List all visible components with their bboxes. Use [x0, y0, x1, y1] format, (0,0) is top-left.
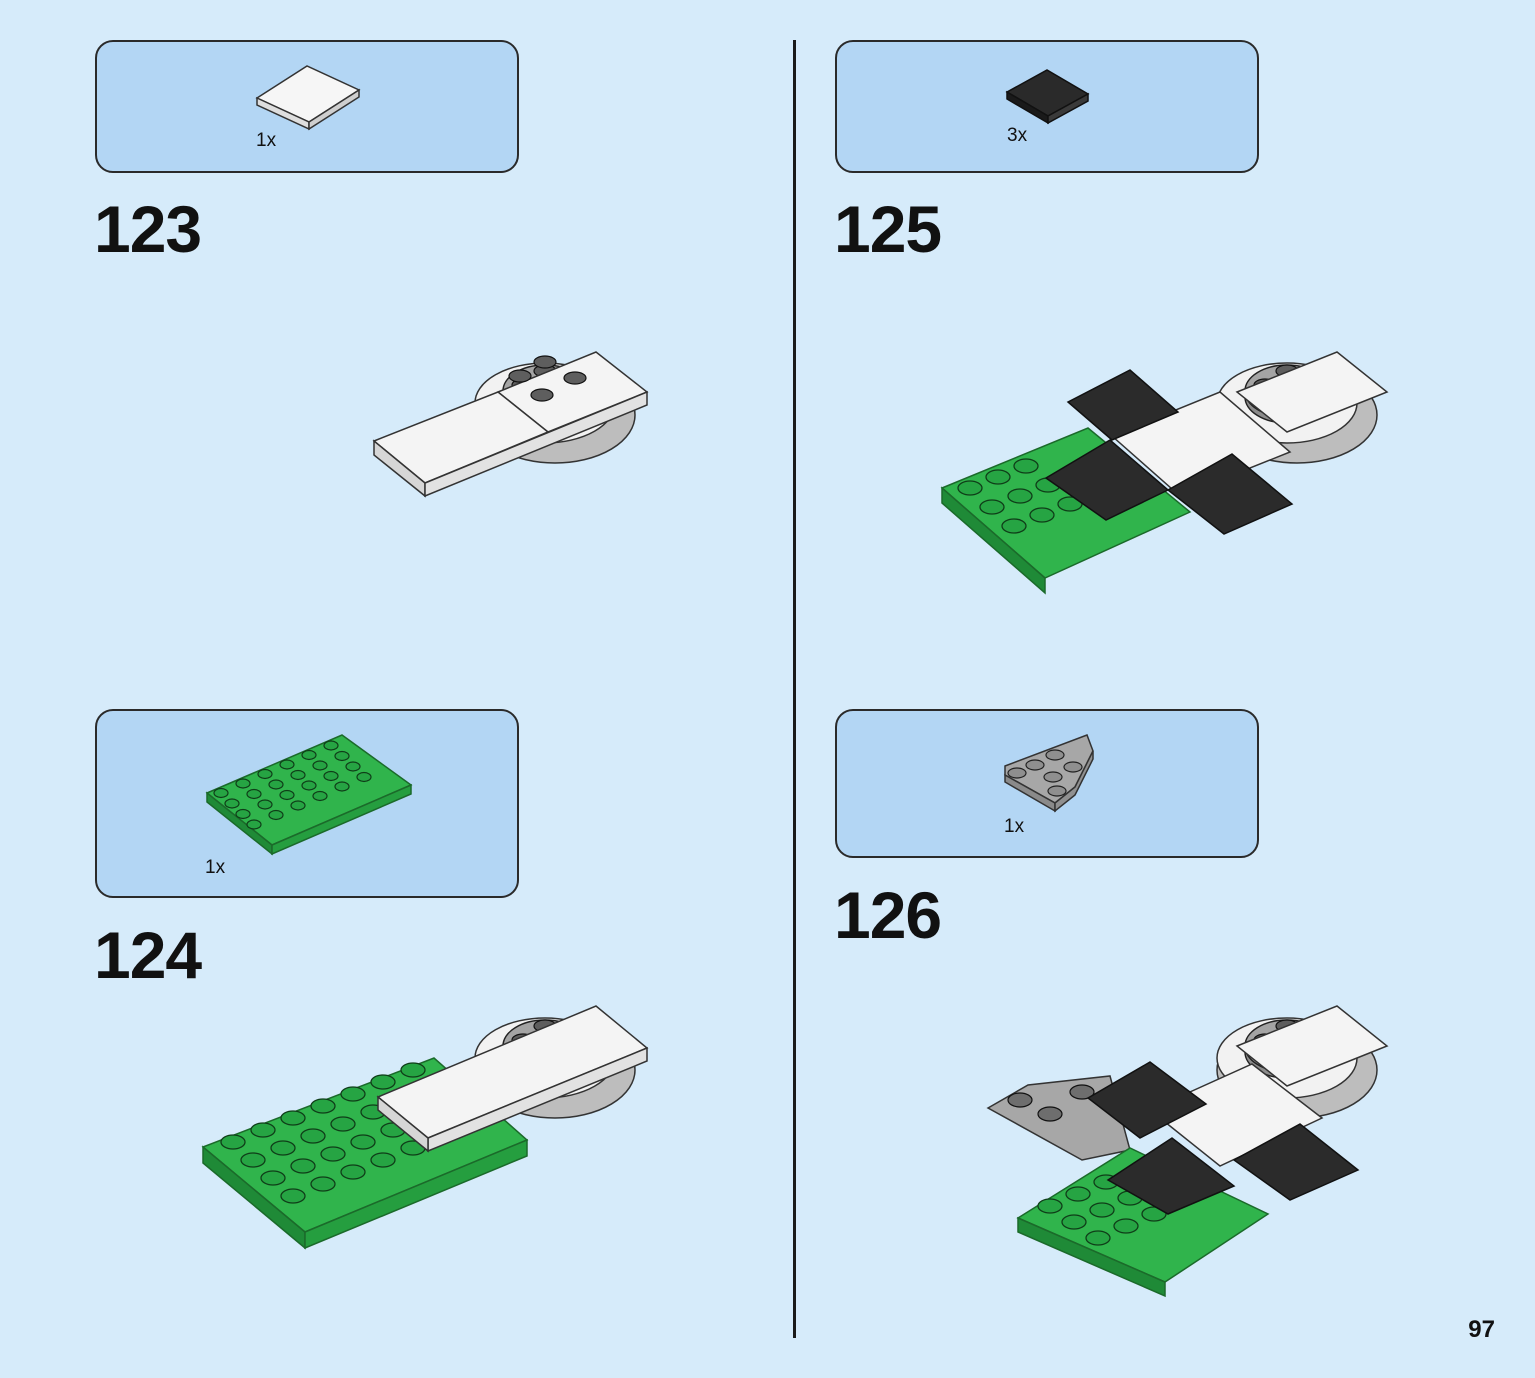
stud — [1113, 1218, 1139, 1234]
stud — [345, 761, 361, 772]
stud — [323, 770, 339, 782]
stud — [279, 759, 295, 770]
stud — [323, 740, 339, 751]
stud — [301, 780, 317, 791]
stud — [334, 750, 350, 762]
step-number: 124 — [94, 918, 202, 992]
stud — [250, 1122, 276, 1138]
page-number: 97 — [1468, 1316, 1495, 1343]
stud — [257, 768, 273, 780]
stud — [279, 789, 295, 801]
parts-callout-124: 1x — [95, 709, 519, 898]
stud — [340, 1086, 366, 1102]
stud — [268, 809, 284, 821]
green-plate-part-icon — [205, 734, 413, 856]
stud — [310, 1176, 336, 1192]
stud — [320, 1146, 346, 1162]
parts-callout-126: 1x — [835, 709, 1259, 858]
stud — [312, 790, 328, 802]
step-123-model-illustration — [372, 351, 649, 498]
white-tile-part-icon — [255, 65, 361, 131]
stud — [1037, 1198, 1063, 1214]
step-124-model-illustration — [201, 1005, 649, 1250]
stud — [257, 799, 273, 810]
parts-quantity: 1x — [1004, 816, 1025, 837]
parts-quantity: 3x — [1007, 125, 1028, 146]
parts-callout-125: 3x — [835, 40, 1259, 173]
stud — [356, 771, 372, 783]
step-number: 123 — [94, 192, 202, 266]
stud — [400, 1062, 426, 1078]
stud — [330, 1116, 356, 1132]
stud — [213, 787, 229, 799]
stud — [1061, 1214, 1087, 1230]
stud — [280, 1110, 306, 1126]
stud — [290, 1158, 316, 1174]
stud — [370, 1152, 396, 1168]
stud — [290, 800, 306, 811]
page-divider — [793, 40, 796, 1338]
stud — [1089, 1202, 1115, 1218]
stud — [280, 1188, 306, 1204]
stud — [370, 1074, 396, 1090]
stud — [1029, 507, 1055, 523]
stud — [224, 798, 240, 809]
step-125-model-illustration — [940, 351, 1389, 595]
stud — [310, 1098, 336, 1114]
stud — [290, 769, 306, 781]
step-number: 125 — [834, 192, 942, 266]
stud — [300, 1128, 326, 1144]
gray-wedge-part-icon — [1004, 734, 1094, 813]
stud — [1007, 488, 1033, 504]
step-number: 126 — [834, 878, 942, 952]
stud — [957, 480, 983, 496]
stud — [235, 778, 251, 789]
stud — [246, 788, 262, 800]
parts-callout-123: 1x — [95, 40, 519, 173]
stud — [270, 1140, 296, 1156]
stud — [1085, 1230, 1111, 1246]
stud — [246, 819, 262, 830]
stud — [979, 499, 1005, 515]
stud — [350, 1134, 376, 1150]
stud — [301, 749, 317, 761]
stud — [340, 1164, 366, 1180]
stud — [1065, 1186, 1091, 1202]
step-126-model-illustration — [986, 1005, 1389, 1298]
stud — [1001, 518, 1027, 534]
stud — [312, 760, 328, 771]
stud — [1141, 1206, 1167, 1222]
parts-quantity: 1x — [205, 857, 226, 878]
stud — [334, 781, 350, 792]
stud — [260, 1170, 286, 1186]
parts-quantity: 1x — [256, 130, 277, 151]
stud — [1013, 458, 1039, 474]
stud — [268, 779, 284, 790]
stud — [240, 1152, 266, 1168]
stud — [985, 469, 1011, 485]
stud — [220, 1134, 246, 1150]
black-tile-part-icon — [1005, 69, 1090, 125]
stud — [235, 808, 251, 820]
